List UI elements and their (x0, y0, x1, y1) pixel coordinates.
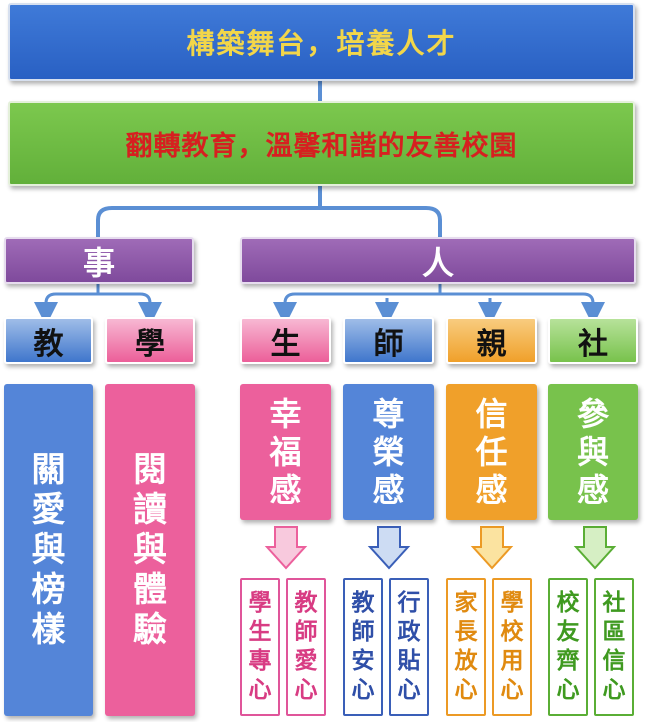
header-she-text: 社 (578, 326, 608, 362)
vertical-char: 家 (454, 590, 478, 616)
column-reading-and-experience: 閱讀與體驗 (105, 384, 195, 716)
vertical-char: 心 (602, 677, 626, 703)
vertical-char: 驗 (133, 610, 167, 650)
down-arrow-icon (470, 526, 514, 570)
vertical-char: 樣 (31, 610, 66, 650)
small-box-students-focus: 學生專心 (240, 578, 280, 716)
vertical-char: 與 (31, 530, 66, 570)
vertical-char: 信 (602, 648, 626, 674)
vertical-char: 用 (500, 648, 524, 674)
vertical-char: 放 (454, 648, 478, 674)
vertical-char: 與 (133, 530, 167, 570)
vertical-char: 社 (602, 590, 626, 616)
vertical-char: 愛 (31, 490, 66, 530)
small-box-admin-care: 行政貼心 (389, 578, 429, 716)
value-trust: 信任感 (446, 384, 537, 520)
column-care-and-role-model: 關愛與榜樣 (4, 384, 93, 716)
small-box-alumni-unity: 校友齊心 (548, 578, 588, 716)
vertical-char: 心 (351, 677, 375, 703)
top-banner-text: 構築舞台，培養人才 (186, 27, 457, 60)
vertical-char: 心 (294, 677, 318, 703)
header-shi: 師 (343, 317, 434, 364)
header-qin: 親 (446, 317, 537, 364)
link-subtitle-categories (96, 186, 442, 237)
vertical-char: 與 (576, 433, 609, 471)
category-shi: 事 (4, 237, 194, 284)
vertical-char: 幸 (269, 395, 302, 433)
vertical-char: 學 (500, 590, 524, 616)
vertical-char: 心 (454, 677, 478, 703)
value-participation: 參與感 (548, 384, 638, 520)
link-shi-headers (44, 284, 152, 304)
vertical-char: 安 (351, 648, 375, 674)
vertical-char: 校 (500, 619, 524, 645)
vertical-char: 區 (602, 619, 626, 645)
header-jiao: 教 (4, 317, 93, 364)
vertical-char: 教 (351, 590, 375, 616)
vertical-char: 榮 (372, 433, 405, 471)
link-ren-headers (283, 284, 595, 304)
small-box-teachers-ease: 教師安心 (343, 578, 383, 716)
header-sheng: 生 (240, 317, 331, 364)
header-xue: 學 (105, 317, 195, 364)
down-arrow-icon (367, 526, 411, 570)
vertical-char: 榜 (31, 570, 66, 610)
down-arrow-icon (573, 526, 617, 570)
vertical-char: 齊 (556, 648, 580, 674)
vertical-char: 長 (454, 619, 478, 645)
vertical-char: 心 (248, 677, 272, 703)
small-box-teachers-love: 教師愛心 (286, 578, 326, 716)
header-jiao-text: 教 (33, 326, 64, 362)
top-banner: 構築舞台，培養人才 (8, 3, 635, 81)
category-shi-text: 事 (82, 243, 115, 282)
vertical-char: 生 (248, 619, 272, 645)
vertical-char: 校 (556, 590, 580, 616)
vertical-char: 教 (294, 590, 318, 616)
vertical-char: 師 (294, 619, 318, 645)
value-happiness: 幸福感 (240, 384, 331, 520)
vertical-char: 閱 (133, 450, 167, 490)
value-honor: 尊榮感 (343, 384, 434, 520)
small-box-community-confidence: 社區信心 (594, 578, 634, 716)
header-xue-text: 學 (135, 326, 165, 362)
small-box-school-dedication: 學校用心 (492, 578, 532, 716)
sub-banner-text: 翻轉教育，溫馨和諧的友善校園 (125, 131, 518, 162)
header-shi-text: 師 (373, 326, 404, 362)
vertical-char: 友 (556, 619, 580, 645)
header-she: 社 (548, 317, 638, 364)
vertical-char: 師 (351, 619, 375, 645)
vertical-char: 尊 (372, 395, 405, 433)
sub-banner: 翻轉教育，溫馨和諧的友善校園 (8, 101, 635, 186)
vertical-char: 學 (248, 590, 272, 616)
vertical-char: 感 (576, 471, 609, 509)
vertical-char: 感 (372, 471, 405, 509)
vertical-char: 貼 (397, 648, 421, 674)
vertical-char: 心 (556, 677, 580, 703)
vertical-char: 體 (133, 570, 167, 610)
category-ren-text: 人 (421, 243, 454, 282)
header-sheng-text: 生 (270, 326, 301, 362)
vertical-char: 行 (397, 590, 421, 616)
vertical-char: 信 (475, 395, 508, 433)
vertical-char: 參 (576, 395, 609, 433)
vertical-char: 愛 (294, 648, 318, 674)
vertical-char: 感 (475, 471, 508, 509)
vertical-char: 專 (248, 648, 272, 674)
vertical-char: 任 (475, 433, 508, 471)
vertical-char: 福 (269, 433, 302, 471)
vertical-char: 讀 (133, 490, 167, 530)
down-arrow-icon (264, 526, 308, 570)
vertical-char: 政 (397, 619, 421, 645)
small-box-parents-reassured: 家長放心 (446, 578, 486, 716)
header-qin-text: 親 (476, 326, 507, 362)
category-ren: 人 (240, 237, 636, 284)
vertical-char: 感 (269, 471, 302, 509)
vertical-char: 心 (397, 677, 421, 703)
vertical-char: 關 (31, 450, 66, 490)
vertical-char: 心 (500, 677, 524, 703)
